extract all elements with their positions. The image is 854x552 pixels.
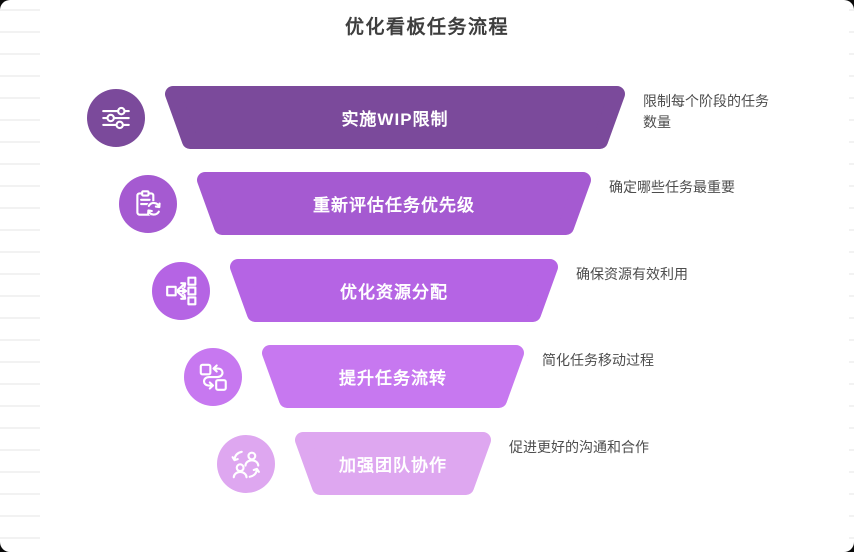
funnel-bar: 加强团队协作 [295, 432, 491, 495]
funnel-bar: 提升任务流转 [262, 345, 524, 408]
funnel-bar: 重新评估任务优先级 [197, 172, 591, 235]
funnel-step: 加强团队协作 促进更好的沟通和合作 [217, 432, 671, 495]
sliders-icon [87, 88, 145, 147]
funnel-bar-label: 提升任务流转 [339, 369, 447, 388]
funnel-bar: 优化资源分配 [230, 259, 558, 322]
step-description: 确定哪些任务最重要 [609, 179, 735, 195]
funnel-step: 实施WIP限制 限制每个阶段的任务数量 [87, 86, 777, 149]
page-title: 优化看板任务流程 [344, 17, 509, 38]
step-description: 促进更好的沟通和合作 [509, 439, 649, 455]
task-flow-icon [184, 347, 242, 406]
distribution-icon [152, 261, 210, 320]
funnel-bar-label: 优化资源分配 [340, 283, 448, 302]
funnel-bar-label: 重新评估任务优先级 [313, 196, 475, 215]
funnel-step: 提升任务流转 简化任务移动过程 [184, 345, 704, 408]
step-description: 限制每个阶段的任务数量 [643, 93, 769, 130]
funnel-bar-label: 实施WIP限制 [341, 110, 449, 129]
team-collaboration-icon [217, 434, 275, 493]
ruled-lines-right [849, 0, 854, 552]
clipboard-refresh-icon [119, 174, 177, 233]
funnel-bar: 实施WIP限制 [165, 86, 625, 149]
funnel-step: 重新评估任务优先级 确定哪些任务最重要 [119, 172, 771, 235]
step-description: 简化任务移动过程 [542, 352, 654, 368]
ruled-lines-left [0, 0, 40, 552]
funnel-bar-label: 加强团队协作 [339, 456, 447, 475]
funnel-step: 优化资源分配 确保资源有效利用 [152, 259, 738, 322]
step-description: 确保资源有效利用 [576, 266, 688, 282]
